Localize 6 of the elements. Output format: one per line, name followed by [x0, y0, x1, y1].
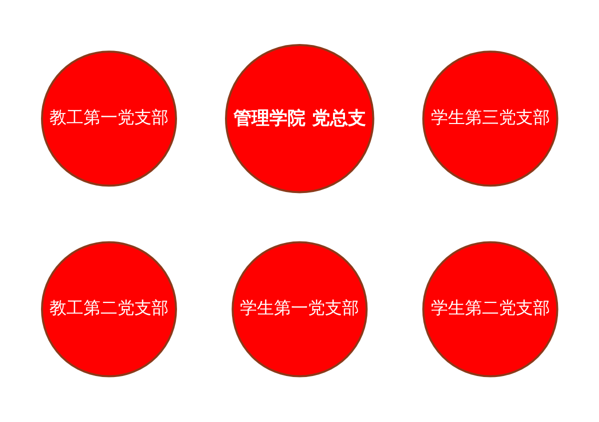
- node-circle: 学生第二党支部: [422, 242, 558, 378]
- node-circle: 教工第二党支部: [40, 242, 177, 378]
- node-circle: 管理学院 党总支: [224, 44, 374, 194]
- node-circle: 教工第一党支部: [40, 51, 177, 187]
- node-circle: 学生第一党支部: [232, 242, 368, 378]
- node-circle: 学生第三党支部: [422, 51, 558, 187]
